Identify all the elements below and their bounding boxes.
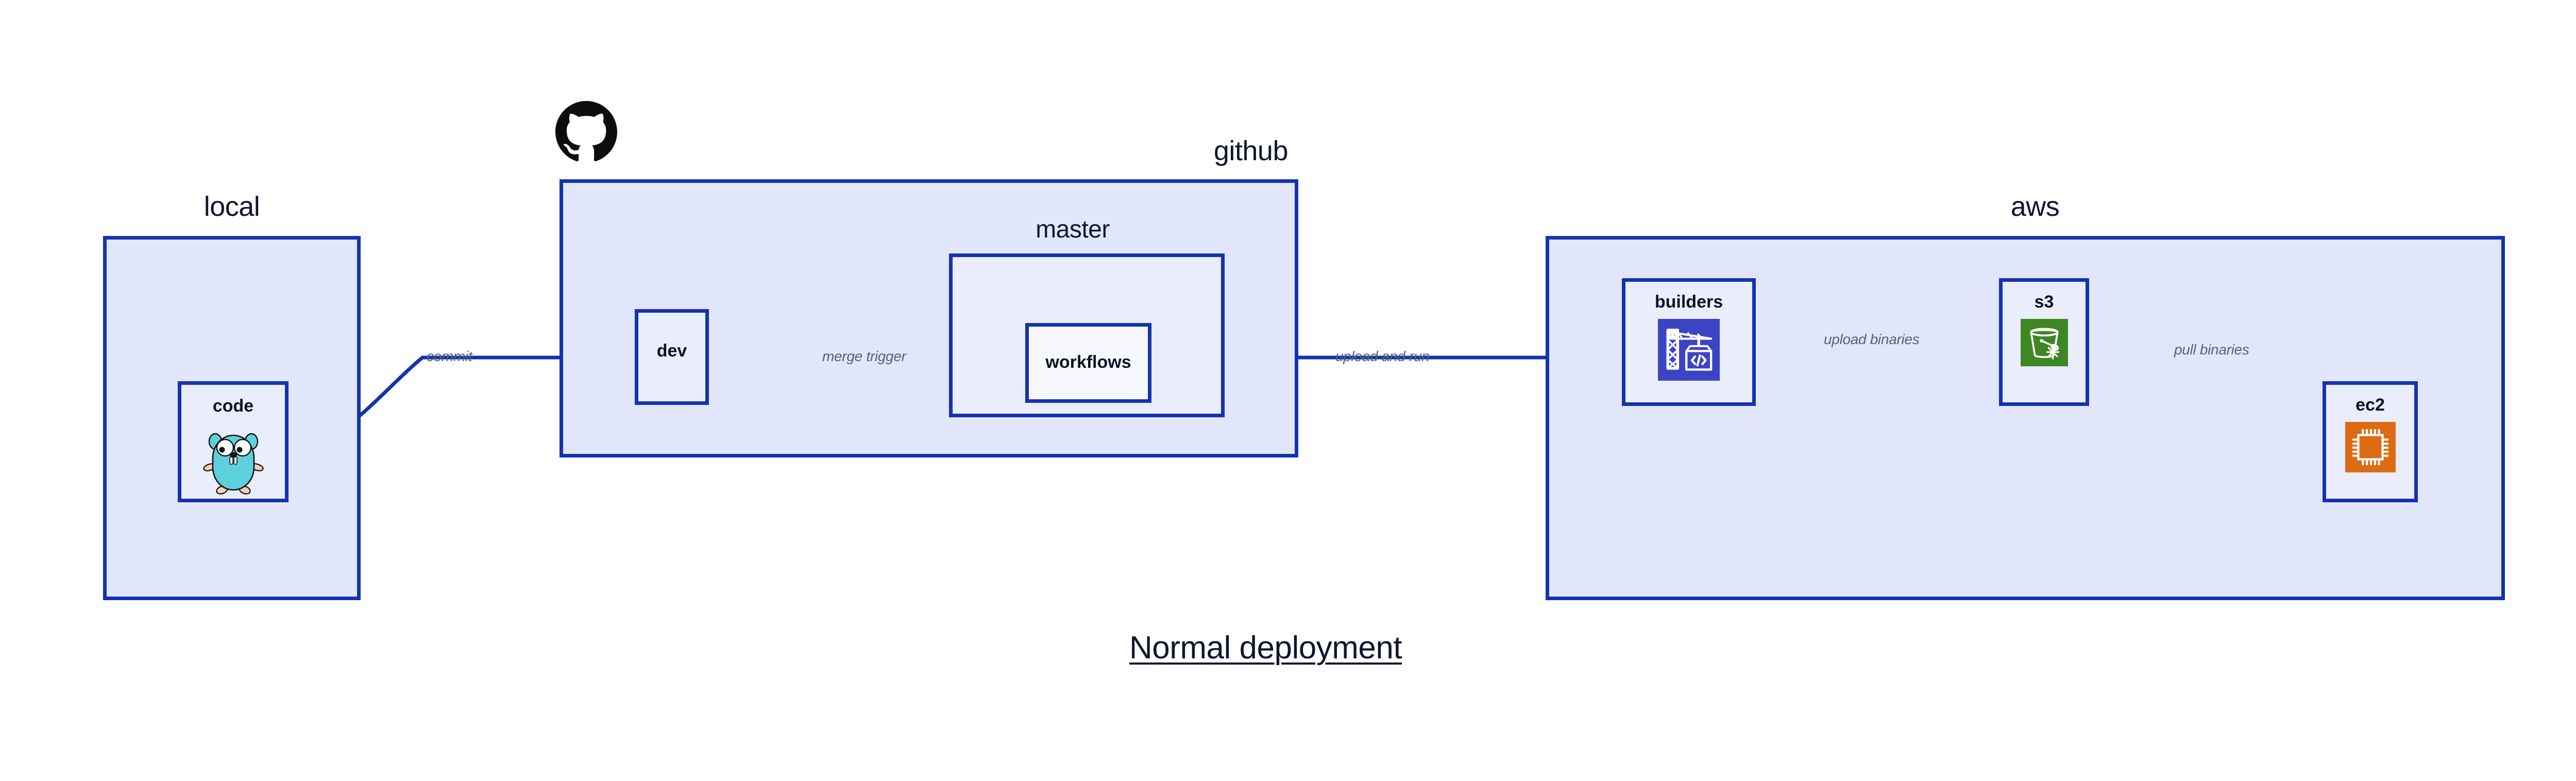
group-label-local: local	[204, 191, 260, 222]
edge-label-commit: commit	[427, 348, 472, 364]
node-label-builders: builders	[1654, 292, 1723, 312]
edge-label-upload-binaries: upload binaries	[1824, 331, 1920, 347]
node-ec2[interactable]: ec2	[2323, 381, 2418, 502]
edge-label-upload-and-run: upload and run	[1335, 348, 1430, 364]
node-builders[interactable]: builders	[1622, 278, 1756, 406]
node-code[interactable]: code	[178, 381, 289, 502]
node-label-workflows: workflows	[1045, 352, 1131, 372]
edge-label-merge-trigger: merge trigger	[822, 348, 906, 364]
node-label-ec2: ec2	[2355, 395, 2385, 415]
edge-label-pull-binaries: pull binaries	[2174, 342, 2249, 358]
node-label-dev: dev	[656, 341, 687, 361]
github-octocat-icon	[555, 101, 617, 163]
aws-ec2-chip-icon	[2345, 422, 2396, 472]
node-label-code: code	[212, 396, 254, 416]
subgroup-label-master: master	[1036, 216, 1110, 243]
go-gopher-icon	[202, 426, 264, 496]
diagram-title: Normal deployment	[1129, 630, 1402, 666]
node-label-s3: s3	[2034, 292, 2054, 312]
group-label-aws: aws	[2010, 191, 2060, 222]
node-s3[interactable]: s3	[1999, 278, 2089, 406]
node-workflows[interactable]: workflows	[1025, 323, 1151, 403]
group-label-github: github	[1213, 135, 1289, 166]
aws-codebuild-icon	[1658, 319, 1720, 381]
node-dev[interactable]: dev	[635, 309, 709, 405]
aws-s3-glacier-icon	[2020, 319, 2068, 366]
